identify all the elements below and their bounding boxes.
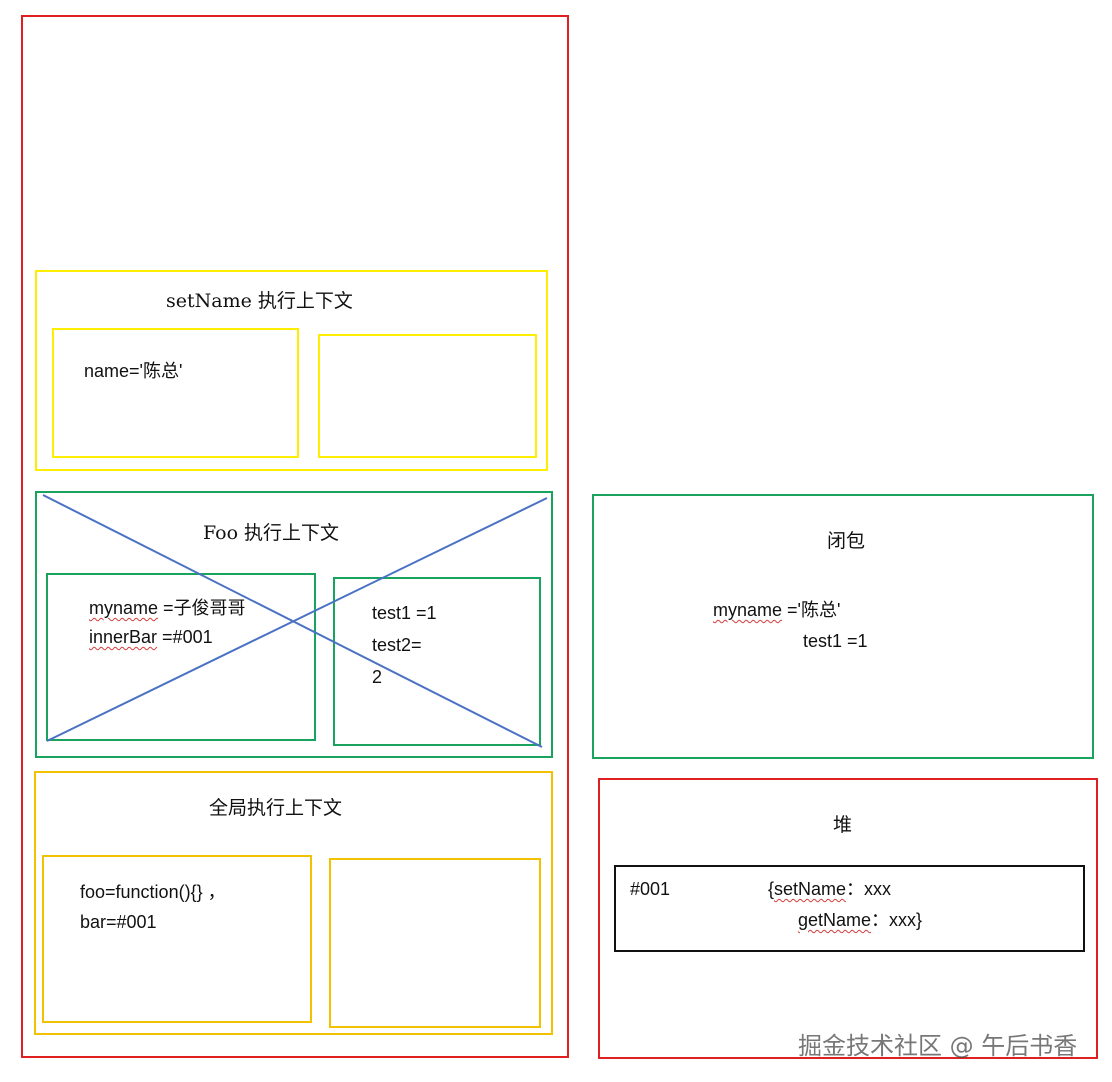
foo-var-innerbar: innerBar =#001 — [89, 628, 213, 646]
setname-context-box — [35, 270, 548, 471]
foo-context-box — [35, 491, 553, 758]
heap-setname-value: ：xxx — [846, 879, 892, 899]
foo-lexical-env-box — [333, 577, 541, 746]
closure-myname: myname ='陈总' — [713, 601, 840, 619]
heap-getname-value: ：xxx} — [871, 910, 923, 930]
heap-object-box — [614, 865, 1085, 952]
setname-variable-env-box — [52, 328, 299, 458]
closure-myname-value: ='陈总' — [782, 600, 841, 620]
heap-box — [598, 778, 1098, 1059]
foo-var-myname: myname =子俊哥哥 — [89, 599, 246, 617]
global-context-box — [34, 771, 553, 1035]
global-context-title: 全局执行上下文 — [209, 797, 343, 819]
foo-lex-test1: test1 =1 — [372, 603, 437, 623]
global-var-foo: foo=function(){} ， — [80, 882, 226, 902]
foo-var-myname-value: =子俊哥哥 — [158, 598, 246, 618]
closure-myname-key: myname — [713, 600, 783, 620]
foo-lex-test2-value: 2 — [372, 667, 383, 687]
foo-context-title: Foo 执行上下文 — [203, 522, 340, 544]
global-lexical-env-box — [329, 858, 541, 1028]
heap-setname-key: setName — [774, 879, 847, 899]
heap-title: 堆 — [833, 814, 853, 836]
closure-test1: test1 =1 — [803, 631, 868, 651]
foo-var-innerbar-value: =#001 — [157, 627, 213, 647]
setname-var-name: name='陈总' — [84, 361, 183, 381]
setname-lexical-env-box — [318, 334, 537, 458]
global-var-bar: bar=#001 — [80, 912, 157, 932]
heap-open-brace: { — [768, 879, 775, 899]
setname-context-title: setName 执行上下文 — [166, 290, 353, 312]
foo-var-myname-key: myname — [89, 598, 159, 618]
call-stack-frame — [21, 15, 569, 1058]
heap-setname-line: {setName：xxx — [768, 880, 891, 898]
heap-getname-line: getName：xxx} — [798, 911, 922, 929]
heap-getname-key: getName — [798, 910, 872, 930]
closure-box — [592, 494, 1094, 759]
closure-title: 闭包 — [827, 530, 866, 552]
heap-address: #001 — [630, 879, 671, 899]
global-variable-env-box — [42, 855, 312, 1023]
watermark: 掘金技术社区 @ 午后书香 — [798, 1032, 1078, 1060]
foo-var-innerbar-key: innerBar — [89, 627, 158, 647]
foo-lex-test2: test2= — [372, 635, 422, 655]
